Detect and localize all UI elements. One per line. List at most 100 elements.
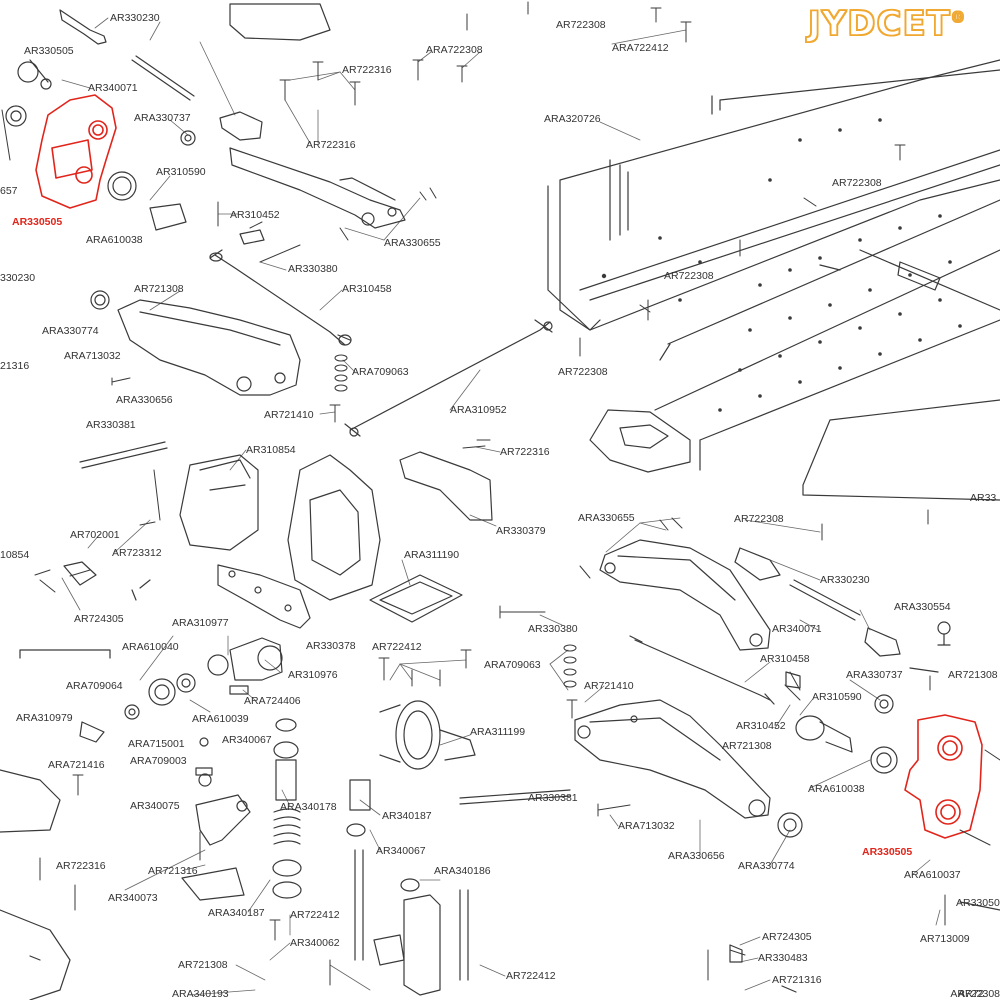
- part-label: ARA311190: [404, 549, 460, 561]
- part-label: ARA709063: [484, 659, 541, 671]
- part-label: ARA340178: [280, 801, 337, 813]
- part-label: AR721316: [772, 974, 822, 986]
- part-label: AR33050: [956, 897, 1000, 909]
- part-label: AR310590: [812, 691, 862, 703]
- part-label: AR310458: [760, 653, 810, 665]
- front-upper-arm: [229, 147, 406, 229]
- part-label: AR724305: [74, 613, 124, 625]
- misc-parts: [0, 203, 1000, 1000]
- part-label: AR722316: [500, 446, 550, 458]
- part-label: AR340071: [88, 82, 138, 94]
- part-label: AR310452: [736, 720, 786, 732]
- part-label: AR722308: [558, 366, 608, 378]
- part-label: AR724305: [762, 931, 812, 943]
- bearings: [5, 61, 898, 899]
- part-label: ARA709063: [352, 366, 409, 378]
- part-label: ARA724406: [244, 695, 301, 707]
- rear-lower-arm: [574, 699, 771, 819]
- part-label: AR340067: [376, 845, 426, 857]
- part-label: AR310854: [246, 444, 296, 456]
- chassis-plate: [547, 59, 1000, 501]
- part-label: ARA330655: [578, 512, 635, 524]
- turnbuckles: [59, 9, 901, 657]
- part-label: ARA330554: [894, 601, 951, 613]
- part-label: AR722412: [506, 970, 556, 982]
- part-label: ARA610037: [904, 869, 961, 881]
- part-label: AR310590: [156, 166, 206, 178]
- part-label: AR330380: [528, 623, 578, 635]
- part-label: ARA715001: [128, 738, 185, 750]
- part-label: ARA330656: [116, 394, 173, 406]
- part-label: ARA330737: [846, 669, 903, 681]
- part-label: AR340067: [222, 734, 272, 746]
- part-label: AR310458: [342, 283, 392, 295]
- registered-mark: ®: [950, 10, 966, 27]
- front-lower-arm: [117, 299, 301, 396]
- gearbox-housing: [179, 3, 381, 601]
- part-label: AR721308: [948, 669, 998, 681]
- part-label: ARA330656: [668, 850, 725, 862]
- part-label-highlighted: AR330505: [12, 216, 63, 228]
- hub-carrier-highlight: [35, 94, 983, 839]
- part-label: ARA709064: [66, 680, 123, 692]
- part-label: AR340187: [382, 810, 432, 822]
- part-label: ARA311199: [470, 726, 526, 738]
- brand-name: JYDCET: [807, 3, 951, 45]
- part-label: AR722412: [290, 909, 340, 921]
- part-label: AR330230: [110, 12, 160, 24]
- part-label: AR722316: [342, 64, 392, 76]
- differential: [207, 637, 476, 770]
- part-label: ARA310977: [172, 617, 229, 629]
- part-label: AR310976: [288, 669, 338, 681]
- drive-shafts: [79, 249, 775, 805]
- part-label: AR722316: [56, 860, 106, 872]
- part-label: AR721308: [722, 740, 772, 752]
- part-label: ARA722412: [612, 42, 669, 54]
- part-label: AR721308: [134, 283, 184, 295]
- part-label: ARA610039: [192, 713, 249, 725]
- brand-logo: JYDCET®: [807, 3, 966, 45]
- bellcrank: [181, 794, 251, 901]
- part-label: AR330230: [820, 574, 870, 586]
- part-label: AR722308: [734, 513, 784, 525]
- part-label: ARA310979: [16, 712, 73, 724]
- part-label: ARA340186: [434, 865, 491, 877]
- part-label: AR330381: [86, 419, 136, 431]
- brace-plates: [217, 451, 493, 629]
- part-label: AR722308: [556, 19, 606, 31]
- part-label: 10854: [0, 549, 30, 561]
- part-label: AR721308: [178, 959, 228, 971]
- part-label: AR340073: [108, 892, 158, 904]
- part-label: AR702001: [70, 529, 120, 541]
- part-label: AR721410: [264, 409, 314, 421]
- washer-stacks: [334, 354, 577, 688]
- part-label: ARA330737: [134, 112, 191, 124]
- part-label: ARA320726: [544, 113, 601, 125]
- part-label: AR330505: [24, 45, 74, 57]
- part-label-highlighted: AR330505: [862, 846, 913, 858]
- part-label: AR340071: [772, 623, 822, 635]
- part-label: AR722308: [664, 270, 714, 282]
- part-label: 657: [0, 185, 18, 197]
- rear-upper-arm: [599, 539, 771, 651]
- part-label: AR330378: [306, 640, 356, 652]
- part-label: AR722308: [832, 177, 882, 189]
- part-label: ARA310952: [450, 404, 507, 416]
- part-label: AR721316: [148, 865, 198, 877]
- part-label: ARA610038: [86, 234, 143, 246]
- part-label: 21316: [0, 360, 30, 372]
- part-label: ARA713032: [618, 820, 675, 832]
- part-label: ARA330774: [738, 860, 795, 872]
- part-label: ARA713032: [64, 350, 121, 362]
- part-label: AR330381: [528, 792, 578, 804]
- part-label: AR340075: [130, 800, 180, 812]
- part-label: AR310452: [230, 209, 280, 221]
- part-label: ARA721416: [48, 759, 105, 771]
- part-label: AR723312: [112, 547, 162, 559]
- part-label: AR722412: [372, 641, 422, 653]
- chassis-holes: [601, 118, 962, 412]
- part-label: ARA340187: [208, 907, 265, 919]
